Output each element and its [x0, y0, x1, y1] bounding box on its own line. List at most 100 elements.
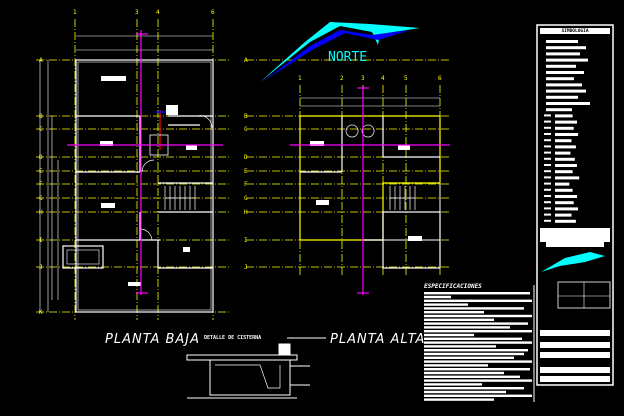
grid-label-row: F: [244, 181, 248, 188]
symbology-entry: [546, 77, 574, 81]
spec-line: [424, 303, 468, 306]
plan-baja-section-line: [67, 30, 223, 295]
spec-line: [424, 307, 524, 310]
spec-line: [424, 341, 532, 344]
title-block: [536, 24, 614, 386]
cistern-detail: [186, 343, 310, 399]
symbol-icon: [544, 133, 551, 135]
symbology-entry: [546, 102, 590, 105]
specifications-text-block: [424, 285, 535, 402]
symbol-icon: [544, 207, 551, 210]
symbol-icon: [544, 139, 551, 142]
symbology-entry: [555, 219, 576, 223]
grid-label-row: I: [39, 237, 43, 244]
symbol-icon: [544, 126, 551, 129]
symbology-entry: [555, 120, 577, 124]
spec-line: [424, 311, 484, 314]
plan-alta-section-line: [290, 87, 450, 295]
grid-label-column: 3: [361, 75, 365, 82]
spec-line: [424, 375, 520, 378]
grid-label-column: 4: [381, 75, 385, 82]
spec-line: [424, 314, 532, 318]
spec-line: [424, 360, 532, 363]
specifications-heading: ESPECIFICACIONES: [424, 283, 482, 290]
symbol-icon: [544, 151, 551, 154]
plan-baja-walls: [39, 35, 214, 313]
spec-line: [424, 299, 532, 302]
symbol-icon: [544, 195, 551, 197]
spec-line: [424, 352, 524, 356]
symbology-entry: [546, 83, 582, 87]
symbology-entry: [546, 64, 576, 68]
grid-label-row: D: [39, 154, 43, 161]
grid-label-row: J: [244, 264, 248, 271]
symbology-entry: [555, 145, 576, 149]
spec-line: [424, 295, 451, 299]
spec-line: [424, 364, 488, 367]
symbol-icon: [544, 188, 551, 191]
symbology-entry: [555, 157, 575, 161]
symbology-entry: [546, 52, 580, 56]
spec-line: [424, 394, 532, 397]
symbology-entry: [555, 114, 573, 118]
symbology-entry: [555, 139, 572, 143]
spec-line: [424, 379, 532, 382]
north-label: NORTE: [328, 50, 367, 65]
symbol-icon: [544, 120, 551, 123]
symbol-icon: [544, 170, 551, 173]
symbology-entry: [546, 71, 584, 74]
symbol-icon: [544, 201, 551, 204]
spec-line: [424, 398, 494, 401]
symbology-entry: [555, 207, 579, 211]
spec-line: [424, 330, 532, 333]
plan-alta-room-labels: [310, 141, 422, 241]
grid-label-column: 4: [156, 9, 160, 16]
grid-label-row: E: [39, 168, 43, 175]
north-arrow-icon: [260, 22, 420, 82]
symbology-entry: [546, 108, 572, 112]
spec-line: [424, 326, 510, 329]
grid-label-row: A: [244, 57, 248, 64]
grid-label-column: 3: [135, 9, 139, 16]
spec-line: [424, 318, 494, 321]
symbology-entry: [555, 201, 574, 205]
symbology-entry: [555, 170, 573, 174]
grid-label-row: G: [39, 195, 43, 202]
grid-label-row: G: [244, 195, 248, 202]
grid-label-row: I: [244, 237, 248, 244]
grid-label-column: 6: [211, 9, 215, 16]
symbology-entry: [555, 188, 573, 192]
grid-label-column: 1: [73, 9, 77, 16]
spec-line: [424, 345, 496, 348]
grid-label-column: 6: [438, 75, 442, 82]
grid-label-row: K: [39, 309, 43, 316]
title-detalle-cisterna: DETALLE DE CISTERNA: [204, 335, 261, 341]
symbology-entry: [546, 58, 588, 62]
symbol-icon: [544, 219, 551, 222]
symbology-entry: [555, 195, 577, 198]
grid-label-column: 2: [340, 75, 344, 82]
grid-label-row: D: [244, 154, 248, 161]
grid-label-column: 5: [404, 75, 408, 82]
symbol-icon: [544, 145, 551, 148]
symbol-icon: [544, 164, 551, 166]
grid-label-row: J: [39, 264, 43, 271]
plan-baja-room-labels: [100, 76, 197, 286]
symbol-icon: [544, 157, 551, 160]
spec-line: [424, 387, 524, 390]
spec-line: [424, 371, 504, 375]
spec-line: [424, 337, 522, 340]
symbology-entry: [555, 126, 574, 130]
spec-line: [424, 292, 530, 295]
spec-line: [424, 368, 530, 371]
grid-label-row: B: [244, 113, 248, 120]
spec-line: [424, 322, 528, 325]
symbology-entry: [555, 182, 570, 186]
symbol-icon: [544, 176, 551, 179]
grid-label-row: A: [39, 57, 43, 64]
symbology-entry: [555, 176, 580, 180]
grid-label-row: H: [39, 209, 43, 216]
symbology-entry: [555, 164, 577, 167]
symbology-entry: [555, 151, 571, 155]
